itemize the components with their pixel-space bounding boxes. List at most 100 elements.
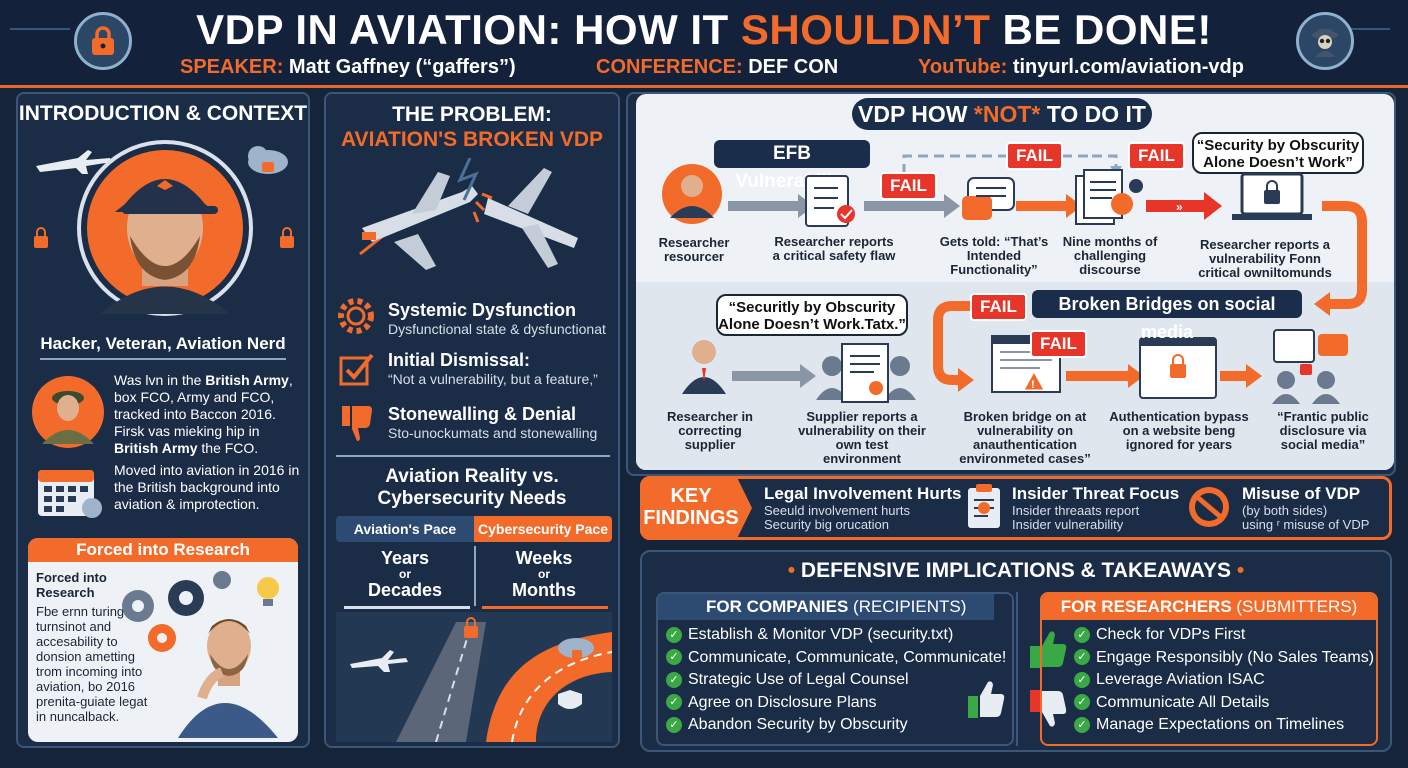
companies-list: ✓Establish & Monitor VDP (security.txt) … (666, 624, 1006, 737)
fail-badge: FAIL (880, 172, 937, 200)
chat-icon (962, 177, 1015, 220)
header-banner: VDP IN AVIATION: HOW IT SHOULDN’T BE DON… (0, 0, 1408, 88)
takeaway-item: ✓Communicate, Communicate, Communicate! (666, 647, 1006, 670)
gear-icon (122, 590, 154, 622)
underline (344, 606, 470, 609)
takeaway-item: ✓Strategic Use of Legal Counsel (666, 669, 1006, 692)
check-icon: ✓ (666, 626, 682, 643)
prohibited-icon (1189, 487, 1229, 527)
circuit-line (1330, 28, 1390, 30)
check-icon: ✓ (1074, 671, 1090, 688)
companies-header: FOR COMPANIES (RECIPIENTS) (658, 594, 994, 620)
problem-item-sub: “Not a vulnerability, but a feature,” (388, 371, 598, 387)
airplane-icon (350, 650, 408, 672)
divider (474, 546, 476, 606)
intro-title: INTRODUCTION & CONTEXT (18, 102, 308, 125)
circuit-line (10, 28, 70, 30)
finding-title: Legal Involvement Hurts (764, 484, 962, 503)
group-certificate-icon (816, 343, 916, 403)
fail-badge: FAIL (970, 293, 1027, 321)
problem-item-title: Stonewalling & Denial (388, 404, 577, 424)
divider (40, 358, 286, 360)
social-media-icon (1272, 329, 1348, 404)
takeaway-item: ✓Manage Expectations on Timelines (1074, 714, 1374, 737)
takeaway-item: ✓Agree on Disclosure Plans (666, 692, 1006, 715)
lock-icon (280, 227, 294, 248)
cloud-lock-icon (558, 638, 594, 659)
forced-research-body: Fbe ernn turing led turnsinot and accesa… (36, 604, 148, 724)
document-icon (968, 484, 1000, 528)
businessman-icon (682, 340, 726, 394)
researchers-list: ✓Check for VDPs First ✓Engage Responsibl… (1074, 624, 1374, 737)
flow-diagram: » ! (662, 154, 1367, 404)
youtube-info: YouTube: tinyurl.com/aviation-vdp (918, 56, 1244, 78)
page-title: VDP IN AVIATION: HOW IT SHOULDN’T BE DON… (196, 6, 1212, 53)
check-icon: ✓ (666, 694, 682, 711)
documents-icon (1075, 169, 1143, 225)
takeaways-title: • DEFENSIVE IMPLICATIONS & TAKEAWAYS • (787, 559, 1245, 582)
takeaway-item: ✓Abandon Security by Obscurity (666, 714, 1006, 737)
gear-icon (213, 571, 231, 589)
fail-badge: FAIL (1006, 142, 1063, 170)
cyber-pace-header: Cybersecurity Pace (474, 516, 612, 542)
check-icon: ✓ (666, 716, 682, 733)
flow-step-label: Researcher in correcting supplier (667, 409, 753, 452)
laptop-lock-icon (1232, 172, 1312, 220)
broken-bridges-label: Broken Bridges on social media (1032, 290, 1302, 342)
checklist-icon (805, 175, 855, 227)
browser-lock-icon (1139, 337, 1217, 399)
thumbs-down-icon (1030, 690, 1067, 727)
takeaway-item: ✓Check for VDPs First (1074, 624, 1374, 647)
aviation-pace-value: Years or Decades (367, 548, 443, 600)
problem-item-title: Systemic Dysfunction (388, 300, 577, 320)
divider (1016, 592, 1018, 746)
gear-icon (148, 624, 176, 652)
flow-step-label: “Frantic public disclosure via social me… (1277, 409, 1369, 452)
companies-box (656, 592, 1014, 746)
key-findings-bar (640, 476, 1392, 540)
takeaway-item: ✓Establish & Monitor VDP (security.txt) (666, 624, 1006, 647)
aviation-move-text: Moved into aviation in 2016 in the Briti… (114, 462, 300, 512)
check-icon: ✓ (1074, 716, 1090, 733)
forced-research-card: Forced into Research Forced into Researc… (28, 538, 298, 742)
lock-icon (464, 617, 478, 638)
flow-step-label: Nine months of challenging discourse (1062, 234, 1158, 277)
problem-item-sub: Sto-unockumats and stonewalling (388, 425, 598, 441)
airplane-icon (36, 150, 112, 174)
key-findings-label: KEY FINDINGS (640, 476, 752, 540)
forced-research-title: Forced into Research (28, 538, 298, 562)
check-icon: ✓ (1074, 649, 1090, 666)
researcher-icon (662, 164, 722, 224)
finding-title: Insider Threat Focus (1012, 484, 1180, 503)
obscurity-quote-bubble: “Security by Obscurity Alone Doesn’t Wor… (1192, 132, 1364, 174)
gear-warning-icon (338, 298, 374, 334)
underline (482, 606, 608, 609)
soldier-icon (32, 376, 104, 448)
researchers-box (1040, 592, 1378, 746)
reality-title: Aviation Reality vs. Cybersecurity Needs (377, 466, 567, 509)
svg-text:»: » (1176, 200, 1183, 214)
thumbs-up-icon (1030, 631, 1067, 668)
shield-icon (558, 690, 582, 709)
thumbs-up-icon (968, 681, 1005, 718)
gears-thinker-illustration (122, 571, 279, 738)
lock-icon (74, 12, 132, 70)
gear-icon (168, 580, 204, 616)
finding-sub: (by both sides)using ʳ misuse of VDP (1242, 503, 1370, 532)
cloud-lock-icon (248, 146, 288, 174)
problem-item-sub: Dysfunctional state & dysfunctionat (388, 321, 606, 337)
svg-text:!: ! (1031, 379, 1035, 391)
fail-badge: FAIL (1128, 142, 1185, 170)
takeaway-item: ✓Leverage Aviation ISAC (1074, 669, 1374, 692)
lock-icon (34, 227, 48, 248)
check-icon: ✓ (1074, 694, 1090, 711)
calendar-icon (38, 470, 102, 518)
takeaway-item: ✓Communicate All Details (1074, 692, 1374, 715)
researchers-header: FOR RESEARCHERS (SUBMITTERS) (1042, 594, 1376, 620)
takeaway-item: ✓Engage Responsibly (No Sales Teams) (1074, 647, 1374, 670)
army-background: Was lvn in the British Army, box FCO, Ar… (114, 372, 293, 456)
aviation-pace-header: Aviation's Pace (336, 516, 474, 542)
flow-step-label: Authentication bypass on a website beng … (1109, 409, 1249, 452)
flow-step-label: Supplier reports a vulnerability on thei… (798, 409, 926, 466)
